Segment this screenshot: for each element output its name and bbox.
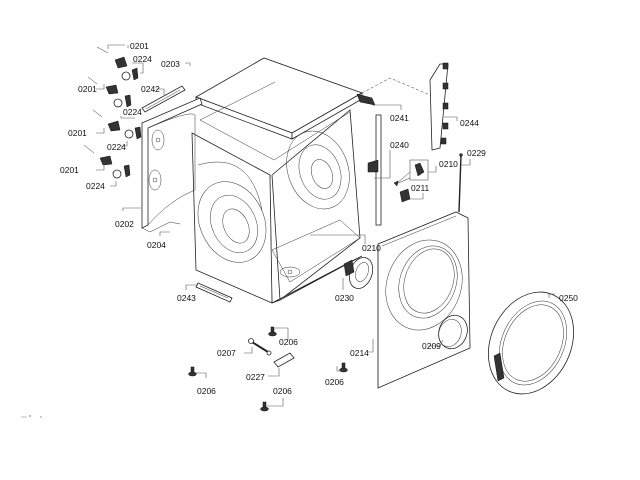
cabinet-part xyxy=(191,81,363,304)
label-0210a: 0210 xyxy=(439,159,458,169)
label-0203: 0203 xyxy=(161,59,180,69)
foot-0206c-part xyxy=(260,401,269,412)
rail-0240-part xyxy=(367,114,382,226)
assembly-guide-line xyxy=(361,77,431,96)
label-0227: 0227 xyxy=(246,372,265,382)
hinge-screws-group xyxy=(83,46,142,179)
label-0201c: 0201 xyxy=(68,128,87,138)
cover-0209-part xyxy=(438,314,468,350)
rail-0243-part xyxy=(195,282,233,303)
label-0204: 0204 xyxy=(147,240,166,250)
plate-0227-part xyxy=(273,352,295,368)
label-0211: 0211 xyxy=(411,183,430,193)
rail-0242-part xyxy=(141,85,186,113)
label-0241: 0241 xyxy=(390,113,409,123)
foot-0206b-part xyxy=(188,366,197,377)
door-0250-part xyxy=(487,291,575,395)
side-panel-embossing xyxy=(197,161,267,263)
wrench-0207-part xyxy=(248,338,272,356)
label-0229: 0229 xyxy=(467,148,486,158)
label-0214: 0214 xyxy=(350,348,369,358)
label-0240: 0240 xyxy=(390,140,409,150)
label-0206d: 0206 xyxy=(325,377,344,387)
label-0224a: 0224 xyxy=(133,54,152,64)
part-labels: 0201 0224 0203 0201 0242 0224 0201 0224 … xyxy=(60,41,578,396)
label-0202: 0202 xyxy=(115,219,134,229)
label-0209: 0209 xyxy=(422,341,441,351)
label-0206b: 0206 xyxy=(197,386,216,396)
label-0207: 0207 xyxy=(217,348,236,358)
label-0250: 0250 xyxy=(559,293,578,303)
label-0201d: 0201 xyxy=(60,165,79,175)
label-0243: 0243 xyxy=(177,293,196,303)
rear-frame-part xyxy=(141,97,203,233)
bracket-0244-part xyxy=(429,62,449,151)
label-0201b: 0201 xyxy=(78,84,97,94)
rear-panel-embossing xyxy=(286,130,350,210)
label-0206c: 0206 xyxy=(273,386,292,396)
label-0201a: 0201 xyxy=(130,41,149,51)
label-0224c: 0224 xyxy=(107,142,126,152)
label-0224b: 0224 xyxy=(123,107,142,117)
label-0210b: 0210 xyxy=(362,243,381,253)
bracket-0241-part xyxy=(356,93,376,106)
connector-0211-part xyxy=(399,188,411,203)
page-artifact-mark xyxy=(21,415,42,418)
label-0244: 0244 xyxy=(460,118,479,128)
foot-0206a-part xyxy=(268,326,277,337)
label-0224d: 0224 xyxy=(86,181,105,191)
label-0206a: 0206 xyxy=(279,337,298,347)
rod-0229-part xyxy=(458,153,463,213)
clip-0210-inset xyxy=(393,159,429,187)
top-cover-part xyxy=(195,57,363,140)
seal-0230-part xyxy=(343,257,374,289)
label-0242: 0242 xyxy=(141,84,160,94)
front-panel-part xyxy=(377,211,471,389)
foot-0206d-part xyxy=(339,362,348,373)
label-0230: 0230 xyxy=(335,293,354,303)
leader-lines xyxy=(96,44,555,407)
